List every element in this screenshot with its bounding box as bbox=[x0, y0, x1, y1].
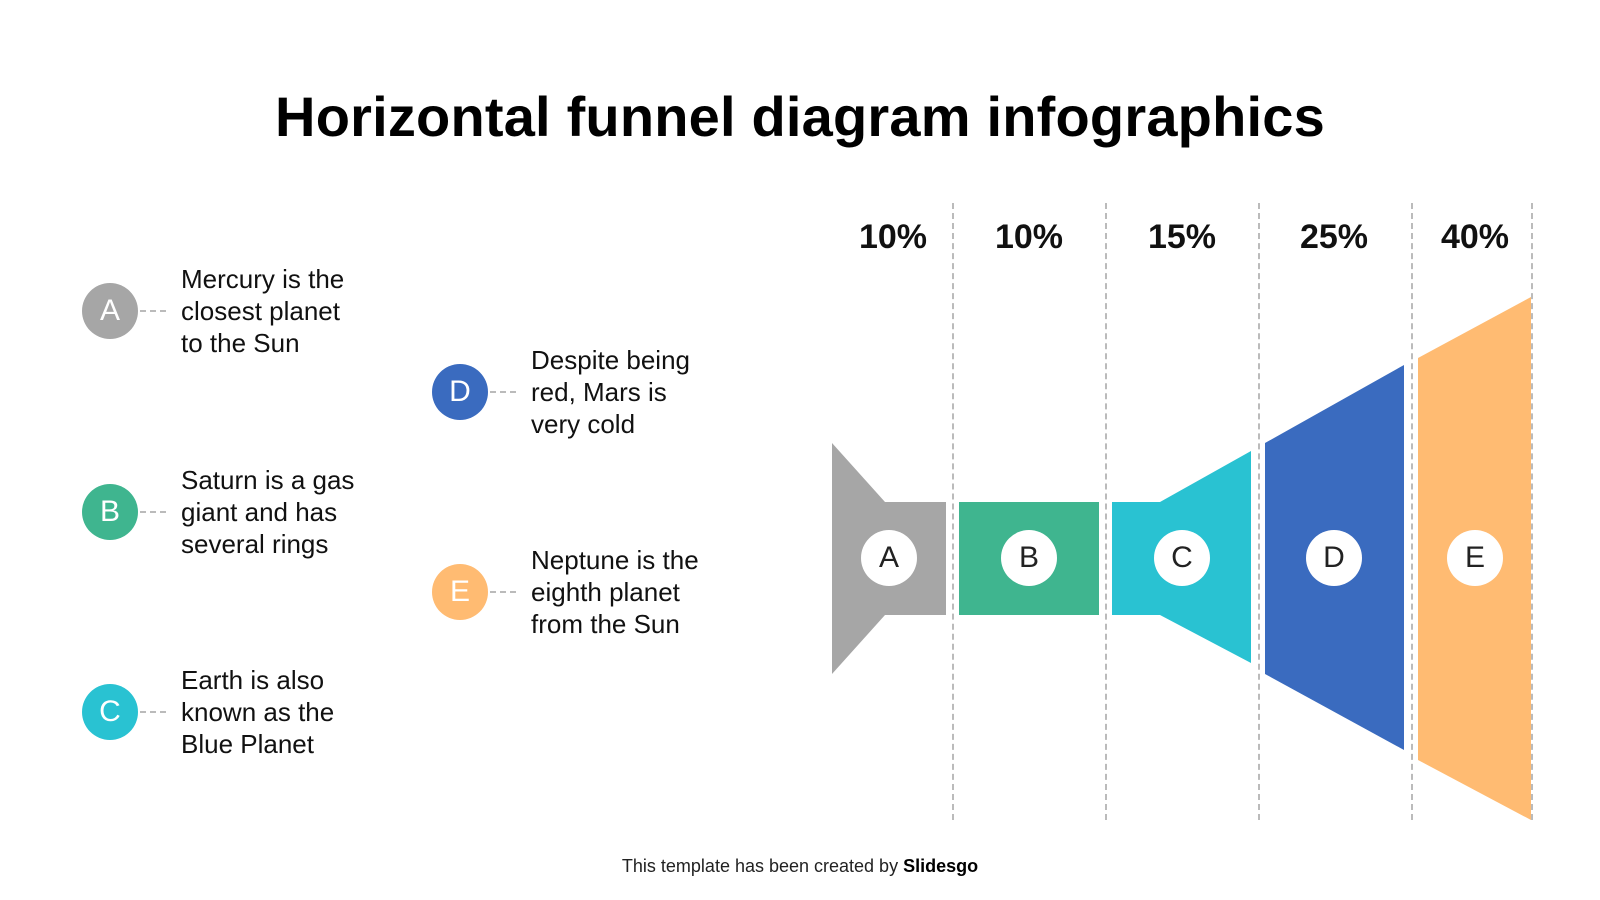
footer-prefix: This template has been created by bbox=[621, 856, 904, 876]
badge-c: C bbox=[82, 684, 138, 740]
footer-brand[interactable]: Slidesgo bbox=[903, 856, 979, 876]
badge-letter: C bbox=[99, 695, 121, 728]
badge-letter: A bbox=[99, 294, 120, 327]
badge-letter: D bbox=[449, 375, 471, 408]
percent-a: 10% bbox=[858, 218, 928, 256]
stage-label-d: D bbox=[1306, 530, 1362, 586]
item-description: Earth is also known as the Blue Planet bbox=[181, 665, 335, 759]
badge-letter: B bbox=[99, 495, 120, 528]
item-description: Mercury is the closest planet to the Sun bbox=[181, 264, 345, 358]
connector-line bbox=[490, 391, 516, 393]
connector-line bbox=[140, 511, 166, 513]
badge-e: E bbox=[432, 564, 488, 620]
badge-letter: E bbox=[449, 575, 470, 608]
connector-line bbox=[140, 711, 166, 713]
item-description: Despite being red, Mars is very cold bbox=[531, 345, 690, 439]
footer-credit: This template has been created by Slides… bbox=[0, 856, 1600, 877]
stage-label-c: C bbox=[1154, 530, 1210, 586]
item-description: Neptune is the eighth planet from the Su… bbox=[531, 545, 699, 639]
percent-e: 40% bbox=[1440, 218, 1510, 256]
stage-label-e: E bbox=[1447, 530, 1503, 586]
item-description: Saturn is a gas giant and has several ri… bbox=[181, 465, 355, 559]
stage-label-a: A bbox=[861, 530, 917, 586]
percent-c: 15% bbox=[1147, 218, 1217, 256]
connector-line bbox=[140, 310, 166, 312]
divider-line bbox=[1411, 203, 1413, 820]
divider-line bbox=[1531, 203, 1533, 820]
stage-label-b: B bbox=[1001, 530, 1057, 586]
connector-line bbox=[490, 591, 516, 593]
divider-line bbox=[1258, 203, 1260, 820]
divider-line bbox=[1105, 203, 1107, 820]
badge-b: B bbox=[82, 484, 138, 540]
badge-a: A bbox=[82, 283, 138, 339]
page-title: Horizontal funnel diagram infographics bbox=[275, 85, 1325, 148]
badge-d: D bbox=[432, 364, 488, 420]
percent-d: 25% bbox=[1299, 218, 1369, 256]
percent-b: 10% bbox=[994, 218, 1064, 256]
divider-line bbox=[952, 203, 954, 820]
